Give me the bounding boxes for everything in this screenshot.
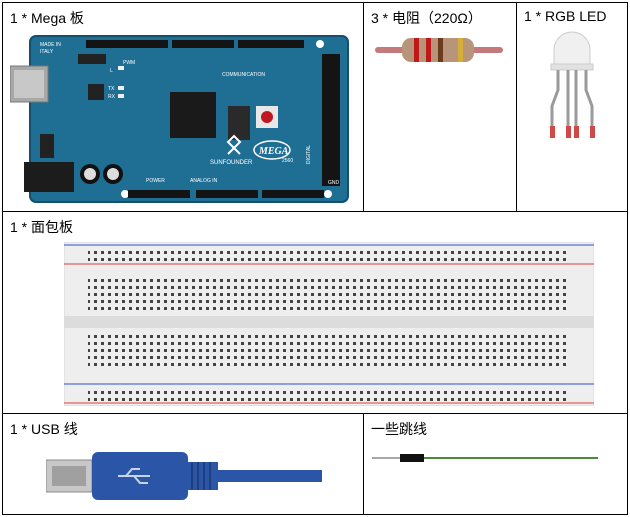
jumpers-label: 一些跳线 bbox=[371, 421, 427, 437]
pwm-text: PWM bbox=[123, 60, 135, 66]
breadboard-image bbox=[64, 242, 594, 406]
rx-text: RX bbox=[108, 94, 116, 100]
usb-label: 1 * USB 线 bbox=[10, 421, 78, 437]
gnd-text: GND bbox=[328, 180, 340, 186]
cell-mega: 1 * Mega 板 bbox=[3, 3, 364, 212]
jumper-wire-image bbox=[372, 454, 598, 462]
communication-text: COMMUNICATION bbox=[222, 72, 265, 78]
cell-usb: 1 * USB 线 bbox=[3, 414, 364, 514]
model-text: MEGA bbox=[258, 146, 289, 157]
cell-breadboard: 1 * 面包板 bbox=[3, 212, 627, 414]
power-text: POWER bbox=[146, 178, 165, 184]
rgb-led-image bbox=[550, 31, 595, 138]
tx-text: TX bbox=[108, 86, 115, 92]
cell-jumpers: 一些跳线 bbox=[364, 414, 627, 514]
model-sub-text: 2560 bbox=[282, 158, 293, 164]
resistor-label: 3 * 电阻（220Ω） bbox=[371, 10, 482, 26]
rgb-led-label: 1 * RGB LED bbox=[524, 8, 607, 24]
analog-in-text: ANALOG IN bbox=[190, 178, 218, 184]
breadboard-label: 1 * 面包板 bbox=[10, 219, 74, 235]
mega-board-image: SUNFOUNDER MEGA 2560 MADE IN ITALY PWM L… bbox=[10, 35, 349, 203]
usb-cable-image bbox=[46, 452, 322, 500]
brand-text: SUNFOUNDER bbox=[210, 160, 253, 166]
l-led-text: L bbox=[110, 68, 113, 74]
cell-resistor: 3 * 电阻（220Ω） bbox=[364, 3, 517, 212]
mega-label: 1 * Mega 板 bbox=[10, 10, 84, 26]
digital-text: DIGITAL bbox=[306, 145, 312, 164]
country-text: ITALY bbox=[40, 49, 54, 55]
cell-rgb-led: 1 * RGB LED bbox=[517, 3, 627, 212]
made-in-text: MADE IN bbox=[40, 42, 61, 48]
resistor-image bbox=[375, 38, 503, 62]
